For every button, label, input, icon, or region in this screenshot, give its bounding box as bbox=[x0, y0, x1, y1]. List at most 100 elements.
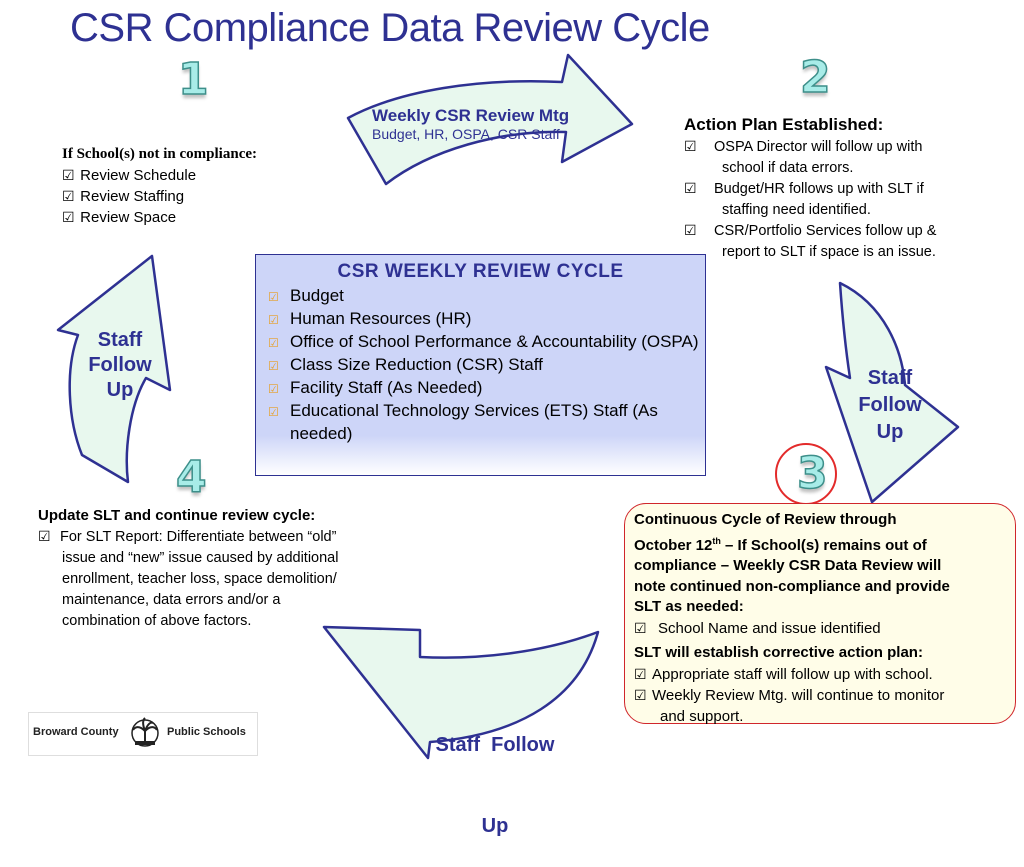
list-item: ☑ Human Resources (HR) bbox=[256, 308, 705, 331]
arrow-left bbox=[56, 254, 172, 484]
list-item: ☑ CSR/Portfolio Services follow up & repor… bbox=[684, 220, 1004, 262]
checkbox-icon: ☑ bbox=[268, 336, 279, 350]
checkbox-icon: ☑ bbox=[634, 619, 647, 636]
step3-heading-line: October 12th – If School(s) remains out … bbox=[634, 531, 1016, 557]
step3-heading-line: SLT as needed: bbox=[634, 598, 744, 615]
step3-block: Continuous Cycle of Review through Octob… bbox=[634, 510, 1016, 727]
list-item-text: OSPA Director will follow up with bbox=[714, 139, 923, 155]
list-item: ☑ Appropriate staff will follow up with s… bbox=[634, 664, 1016, 686]
list-item-text: Weekly Review Mtg. will continue to moni… bbox=[652, 687, 945, 704]
list-item-text: issue and “new” issue caused by addition… bbox=[62, 550, 339, 566]
step3-box bbox=[624, 503, 1016, 724]
list-item-text: Review Schedule bbox=[80, 167, 197, 184]
checkbox-icon: ☑ bbox=[684, 222, 697, 238]
checkbox-icon: ☑ bbox=[268, 290, 279, 304]
arrow-bottom bbox=[322, 625, 600, 760]
step4-block: Update SLT and continue review cycle: ☑ F… bbox=[38, 505, 418, 632]
list-item: ☑ For SLT Report: Differentiate between “… bbox=[38, 526, 418, 632]
checkbox-icon: ☑ bbox=[38, 528, 51, 544]
list-item: ☑ Review Schedule bbox=[62, 165, 257, 186]
list-item-text: school if data errors. bbox=[722, 159, 854, 176]
arrow-bottom-text: Staff Follow Up bbox=[420, 678, 570, 867]
step3-heading: Continuous Cycle of Review through Octob… bbox=[634, 510, 1016, 618]
step3-date: October 12 bbox=[634, 536, 713, 554]
step-number-2: 2 bbox=[799, 52, 831, 103]
arrow-right bbox=[824, 281, 960, 504]
logo-text-left: Broward County bbox=[33, 726, 119, 738]
list-item: ☑ Review Staffing bbox=[62, 186, 257, 207]
list-item-text: Budget/HR follows up with SLT if bbox=[714, 181, 924, 197]
step-number-1: 1 bbox=[177, 54, 209, 105]
center-box-title: CSR WEEKLY REVIEW CYCLE bbox=[337, 261, 624, 282]
list-item: ☑ Facility Staff (As Needed) bbox=[256, 377, 705, 400]
arrow-left-line: Staff bbox=[97, 329, 143, 351]
checkbox-icon: ☑ bbox=[684, 138, 697, 154]
list-item-text: staffing need identified. bbox=[722, 201, 871, 218]
arrow-right-text: Staff Follow Up bbox=[848, 365, 932, 446]
list-item-text: maintenance, data errors and/or a bbox=[62, 592, 281, 608]
list-item-text: Facility Staff (As Needed) bbox=[290, 378, 483, 397]
list-item-text: CSR/Portfolio Services follow up & bbox=[714, 223, 937, 239]
checkbox-icon: ☑ bbox=[268, 359, 279, 373]
list-item: ☑ Review Space bbox=[62, 207, 257, 228]
list-item: ☑School Name and issue identified bbox=[634, 618, 1016, 640]
list-item-text: Human Resources (HR) bbox=[290, 309, 472, 328]
checkbox-icon: ☑ bbox=[268, 405, 279, 419]
checkbox-icon: ☑ bbox=[268, 382, 279, 396]
cycle-arrows bbox=[56, 53, 960, 760]
step4-heading: Update SLT and continue review cycle: bbox=[38, 507, 316, 524]
arrow-bottom-line: Up bbox=[481, 815, 509, 837]
arrow-right-line: Up bbox=[876, 421, 904, 443]
list-item-text: Budget bbox=[290, 286, 344, 305]
list-item-text: Educational Technology Services (ETS) St… bbox=[290, 401, 658, 443]
checkbox-icon: ☑ bbox=[62, 209, 75, 225]
step1-block: If School(s) not in compliance: ☑ Review… bbox=[62, 144, 257, 228]
step3-heading-rest: – If School(s) remains out of bbox=[720, 536, 927, 554]
checkbox-icon: ☑ bbox=[62, 188, 75, 204]
list-item-text: and support. bbox=[660, 707, 744, 725]
checkbox-icon: ☑ bbox=[684, 180, 697, 196]
step2-heading: Action Plan Established: bbox=[684, 115, 884, 134]
arrow-right-line: Follow bbox=[858, 394, 922, 416]
broward-county-public-schools-logo: Broward County Public Schools bbox=[28, 712, 258, 756]
list-item-text: Office of School Performance & Accountab… bbox=[290, 332, 699, 351]
palm-tree-icon bbox=[131, 717, 159, 747]
arrow-top bbox=[346, 53, 634, 186]
csr-weekly-review-cycle-box: CSR WEEKLY REVIEW CYCLE ☑ Budget ☑ Human R… bbox=[255, 254, 706, 476]
checkbox-icon: ☑ bbox=[62, 167, 75, 183]
arrow-top-text: Weekly CSR Review Mtg Budget, HR, OSPA, … bbox=[372, 106, 569, 142]
center-box-list: ☑ Budget ☑ Human Resources (HR) ☑ Office of… bbox=[256, 285, 705, 444]
page-title: CSR Compliance Data Review Cycle bbox=[70, 6, 710, 50]
list-item: ☑ Educational Technology Services (ETS) S… bbox=[256, 400, 705, 444]
list-item: ☑ Class Size Reduction (CSR) Staff bbox=[256, 354, 705, 377]
step3-heading-line: Continuous Cycle of Review through bbox=[634, 511, 897, 528]
list-item: ☑ Budget bbox=[256, 285, 705, 308]
list-item: ☑ Office of School Performance & Accounta… bbox=[256, 331, 705, 354]
list-item-text: Review Space bbox=[80, 209, 177, 226]
checkbox-icon: ☑ bbox=[634, 665, 647, 682]
checkbox-icon: ☑ bbox=[268, 313, 279, 327]
step2-block: Action Plan Established: ☑ OSPA Director … bbox=[684, 114, 1004, 262]
list-item-text: For SLT Report: Differentiate between “o… bbox=[60, 529, 337, 545]
step3-heading-line: note continued non-compliance and provid… bbox=[634, 577, 950, 595]
arrow-left-line: Up bbox=[106, 379, 134, 401]
logo-text-right: Public Schools bbox=[167, 726, 246, 738]
arrow-bottom-line: Staff Follow bbox=[435, 734, 555, 756]
list-item-text: Appropriate staff will follow up with sc… bbox=[652, 665, 933, 683]
step1-list: ☑ Review Schedule ☑ Review Staffing ☑ Re… bbox=[62, 165, 257, 228]
step1-heading: If School(s) not in compliance: bbox=[62, 146, 257, 162]
arrow-right-line: Staff bbox=[867, 367, 913, 389]
step3-date-suffix: th bbox=[712, 535, 721, 546]
step3-heading-line: compliance – Weekly CSR Data Review will bbox=[634, 557, 942, 574]
list-item: ☑ Budget/HR follows up with SLT if staffin… bbox=[684, 178, 1004, 220]
list-item-text: Class Size Reduction (CSR) Staff bbox=[290, 355, 543, 374]
arrow-top-line1: Weekly CSR Review Mtg bbox=[372, 106, 570, 125]
list-item: ☑ Weekly Review Mtg. will continue to mon… bbox=[634, 685, 1016, 727]
arrow-left-line: Follow bbox=[88, 354, 152, 376]
list-item-text: Review Staffing bbox=[80, 188, 185, 205]
checkbox-icon: ☑ bbox=[634, 687, 647, 703]
step2-list: ☑ OSPA Director will follow up with school… bbox=[684, 136, 1004, 262]
list-item-text: report to SLT if space is an issue. bbox=[722, 243, 936, 260]
step3-heading2: SLT will establish corrective action pla… bbox=[634, 644, 923, 661]
list-item: ☑ OSPA Director will follow up with school… bbox=[684, 136, 1004, 178]
